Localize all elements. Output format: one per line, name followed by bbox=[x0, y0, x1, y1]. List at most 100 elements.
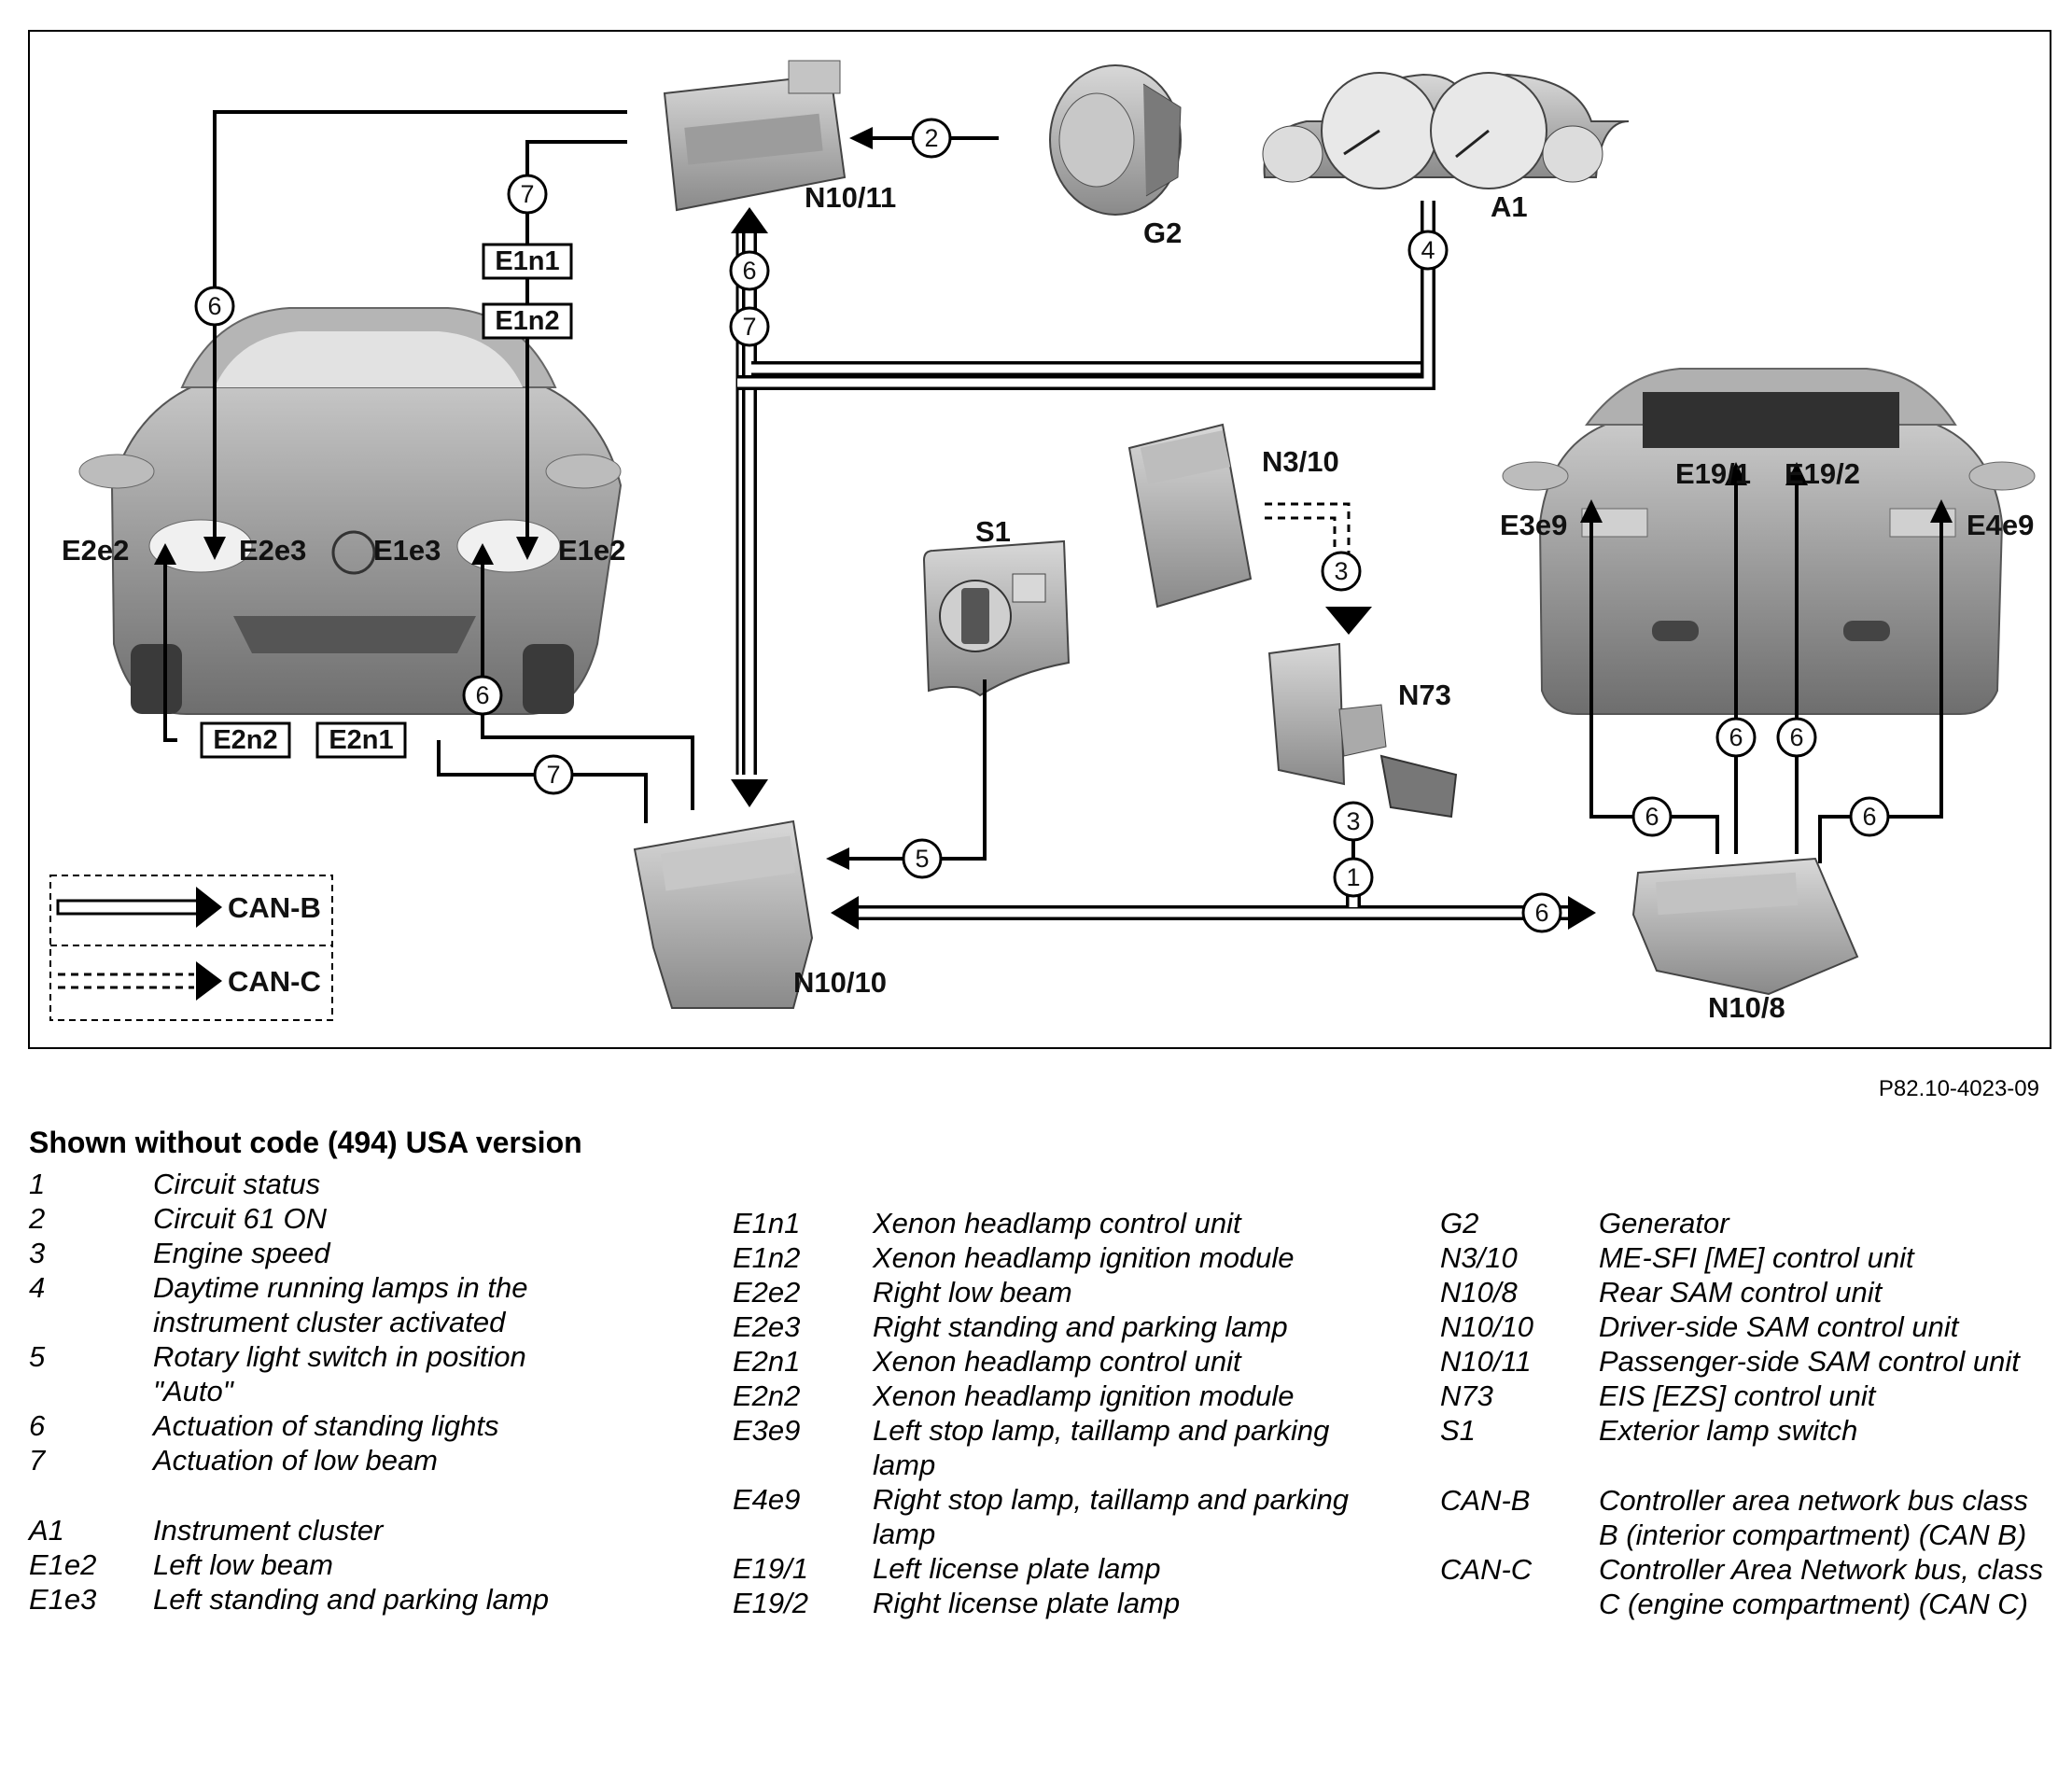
n10-8-sam-image bbox=[1631, 857, 1859, 996]
svg-text:E2n1: E2n1 bbox=[329, 725, 393, 755]
legend-code: E1n1 bbox=[733, 1207, 801, 1239]
can-c-legend-label: CAN-C bbox=[228, 965, 321, 998]
legend-code: 7 bbox=[29, 1444, 46, 1477]
legend-description: Left standing and parking lamp bbox=[153, 1583, 549, 1616]
svg-text:E2n2: E2n2 bbox=[213, 725, 277, 755]
signal-marker-6: 6 bbox=[1631, 796, 1673, 837]
signal-marker-7: 7 bbox=[533, 754, 574, 795]
legend-description: Left low beam bbox=[153, 1548, 333, 1581]
legend-code: CAN-C bbox=[1440, 1553, 1533, 1586]
n3-10-control-unit-image bbox=[1127, 423, 1253, 609]
svg-text:6: 6 bbox=[1729, 723, 1743, 751]
label-e1e3: E1e3 bbox=[373, 534, 441, 567]
signal-marker-6: 6 bbox=[1715, 717, 1757, 758]
legend-description: Actuation of low beam bbox=[153, 1444, 439, 1477]
label-s1: S1 bbox=[975, 515, 1011, 548]
bus-legend: CAN-B CAN-C bbox=[49, 875, 333, 1021]
svg-text:7: 7 bbox=[520, 180, 534, 208]
label-e4e9: E4e9 bbox=[1967, 509, 2034, 541]
legend-description: Xenon headlamp control unit bbox=[873, 1345, 1241, 1378]
legend-title: Shown without code (494) USA version bbox=[29, 1126, 582, 1159]
signal-marker-6: 6 bbox=[1521, 892, 1562, 933]
signal-marker-7: 7 bbox=[729, 306, 770, 347]
legend-code: E4e9 bbox=[733, 1483, 801, 1516]
legend-code: CAN-B bbox=[1440, 1484, 1531, 1517]
label-n10-11: N10/11 bbox=[805, 181, 896, 214]
signal-marker-6: 6 bbox=[194, 286, 235, 327]
legend-code: N3/10 bbox=[1440, 1241, 1518, 1274]
svg-text:6: 6 bbox=[1534, 899, 1548, 927]
legend-description: Left stop lamp, taillamp and parking lam… bbox=[873, 1414, 1330, 1481]
signal-marker-4: 4 bbox=[1407, 230, 1449, 271]
label-n73: N73 bbox=[1398, 679, 1451, 711]
svg-text:6: 6 bbox=[1789, 723, 1803, 751]
legend-description: Generator bbox=[1599, 1207, 1729, 1239]
legend-entry: 7 Actuation of low beam bbox=[29, 1443, 608, 1477]
legend-description: Exterior lamp switch bbox=[1599, 1414, 1858, 1447]
legend-code: N73 bbox=[1440, 1379, 1493, 1412]
label-g2: G2 bbox=[1143, 217, 1182, 249]
n10-10-sam-image bbox=[633, 819, 814, 1009]
wiring-diagram: 2 7 6 6 7 4 3 6 7 5 3 1 6 6 6 6 6 E1n1 E… bbox=[28, 30, 2051, 1049]
legend-description: Left license plate lamp bbox=[873, 1552, 1161, 1585]
legend-description: Circuit status bbox=[153, 1168, 321, 1200]
legend-code: 3 bbox=[29, 1237, 46, 1269]
svg-text:3: 3 bbox=[1334, 557, 1348, 585]
component-labels: N10/11 G2 A1 N3/10 S1 N73 N10/10 N10/8 E… bbox=[62, 181, 2034, 1024]
svg-text:6: 6 bbox=[1862, 803, 1876, 831]
legend-description: Right license plate lamp bbox=[873, 1587, 1181, 1619]
label-e1n1: E1n1 bbox=[482, 243, 573, 280]
signal-marker-5: 5 bbox=[902, 838, 943, 879]
svg-text:E1n2: E1n2 bbox=[495, 306, 559, 336]
label-e19-2: E19/2 bbox=[1785, 457, 1860, 490]
legend-description: Circuit 61 ON bbox=[153, 1202, 328, 1235]
can-b-line-sample bbox=[56, 899, 200, 916]
label-e1e2: E1e2 bbox=[558, 534, 625, 567]
svg-text:5: 5 bbox=[915, 845, 929, 873]
a1-instrument-cluster-image bbox=[1262, 72, 1630, 189]
svg-text:7: 7 bbox=[742, 313, 756, 341]
label-e3e9: E3e9 bbox=[1500, 509, 1567, 541]
legend-entry: S1 Exterior lamp switch bbox=[1440, 1413, 2047, 1448]
legend-code: E1n2 bbox=[733, 1241, 801, 1274]
legend-code: S1 bbox=[1440, 1414, 1476, 1447]
rear-car-image bbox=[1502, 368, 2036, 715]
legend-description: Controller Area Network bus, class C (en… bbox=[1599, 1553, 2044, 1620]
legend-code: 1 bbox=[29, 1168, 46, 1200]
svg-text:3: 3 bbox=[1346, 807, 1360, 835]
label-e2e2: E2e2 bbox=[62, 534, 129, 567]
legend-entry: E1e3 Left standing and parking lamp bbox=[29, 1582, 608, 1617]
legend-code: N10/11 bbox=[1440, 1345, 1532, 1378]
signal-markers: 2 7 6 6 7 4 3 6 7 5 3 1 6 6 6 6 6 bbox=[194, 118, 1890, 933]
label-e19-1: E19/1 bbox=[1675, 457, 1751, 490]
legend-description: EIS [EZS] control unit bbox=[1599, 1379, 1876, 1412]
s1-light-switch-image bbox=[922, 539, 1071, 697]
legend-code: N10/8 bbox=[1440, 1276, 1518, 1309]
figure-reference: P82.10-4023-09 bbox=[1878, 1076, 2039, 1101]
legend-description: Instrument cluster bbox=[153, 1514, 384, 1547]
legend-description: Daytime running lamps in the instrument … bbox=[153, 1271, 528, 1338]
boxed-labels: E1n1 E1n2 E2n2 E2n1 bbox=[200, 243, 573, 759]
legend-code: N10/10 bbox=[1440, 1310, 1533, 1343]
signal-marker-2: 2 bbox=[911, 118, 952, 159]
legend-code: E1e3 bbox=[29, 1583, 97, 1616]
svg-text:1: 1 bbox=[1346, 863, 1360, 891]
legend-entry: CAN-C Controller Area Network bus, class … bbox=[1440, 1552, 2047, 1621]
